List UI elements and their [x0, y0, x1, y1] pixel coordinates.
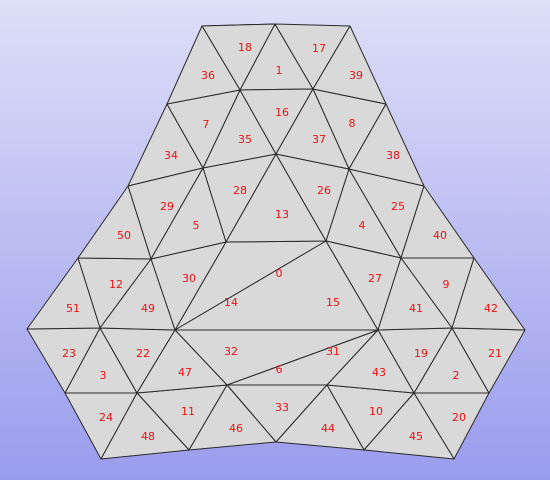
mesh-face-37 — [275, 88, 350, 170]
face-label-49: 49 — [141, 302, 155, 315]
mesh-face-41 — [377, 257, 453, 331]
face-label-20: 20 — [452, 411, 466, 424]
face-label-16: 16 — [275, 106, 289, 119]
mesh-face-45 — [363, 392, 455, 460]
face-label-18: 18 — [238, 41, 252, 54]
face-label-37: 37 — [312, 133, 326, 146]
mesh-face-49 — [99, 258, 176, 331]
face-label-6: 6 — [276, 363, 283, 376]
face-label-24: 24 — [99, 411, 113, 424]
face-label-43: 43 — [372, 366, 386, 379]
mesh-face-30 — [150, 167, 227, 260]
face-label-1: 1 — [276, 64, 283, 77]
mesh-face-48 — [100, 392, 190, 460]
face-label-3: 3 — [100, 369, 107, 382]
face-label-4: 4 — [359, 219, 366, 232]
face-label-5: 5 — [193, 219, 200, 232]
mesh-face-50 — [77, 185, 152, 260]
face-label-28: 28 — [233, 184, 247, 197]
face-label-23: 23 — [62, 347, 76, 360]
face-label-48: 48 — [141, 430, 155, 443]
face-label-17: 17 — [312, 42, 326, 55]
face-label-26: 26 — [317, 184, 331, 197]
face-label-14: 14 — [224, 296, 238, 309]
face-label-50: 50 — [117, 229, 131, 242]
mesh-face-40 — [400, 185, 475, 259]
face-label-27: 27 — [368, 272, 382, 285]
face-label-25: 25 — [391, 200, 405, 213]
mesh-face-43 — [326, 329, 415, 394]
face-label-12: 12 — [109, 278, 123, 291]
face-label-7: 7 — [203, 118, 210, 131]
mesh-face-38 — [348, 103, 425, 187]
face-label-8: 8 — [349, 117, 356, 130]
face-label-35: 35 — [238, 133, 252, 146]
face-label-29: 29 — [160, 200, 174, 213]
mesh-faces — [26, 23, 526, 460]
mesh-face-42 — [451, 257, 526, 331]
mesh-face-51 — [26, 257, 101, 330]
face-label-21: 21 — [488, 347, 502, 360]
face-label-33: 33 — [275, 401, 289, 414]
face-label-13: 13 — [275, 208, 289, 221]
face-label-51: 51 — [66, 302, 80, 315]
face-label-2: 2 — [453, 369, 460, 382]
mesh-face-36 — [166, 25, 241, 105]
face-label-38: 38 — [386, 149, 400, 162]
face-label-41: 41 — [409, 302, 423, 315]
face-label-22: 22 — [136, 347, 150, 360]
face-label-39: 39 — [349, 69, 363, 82]
face-label-9: 9 — [443, 278, 450, 291]
face-label-40: 40 — [433, 229, 447, 242]
face-label-47: 47 — [178, 366, 192, 379]
face-label-46: 46 — [229, 422, 243, 435]
mesh-face-47 — [136, 329, 228, 394]
face-label-11: 11 — [181, 405, 195, 418]
face-label-10: 10 — [369, 405, 383, 418]
face-label-44: 44 — [321, 422, 335, 435]
mesh-face-44 — [275, 384, 365, 451]
face-label-34: 34 — [164, 149, 178, 162]
face-label-19: 19 — [414, 347, 428, 360]
mesh-face-46 — [188, 384, 277, 451]
face-label-42: 42 — [484, 302, 498, 315]
face-label-30: 30 — [182, 272, 196, 285]
face-label-15: 15 — [326, 296, 340, 309]
face-label-36: 36 — [201, 69, 215, 82]
face-label-0: 0 — [276, 267, 283, 280]
mesh-face-39 — [312, 25, 387, 105]
face-label-45: 45 — [409, 430, 423, 443]
face-label-32: 32 — [224, 345, 238, 358]
face-label-31: 31 — [326, 345, 340, 358]
